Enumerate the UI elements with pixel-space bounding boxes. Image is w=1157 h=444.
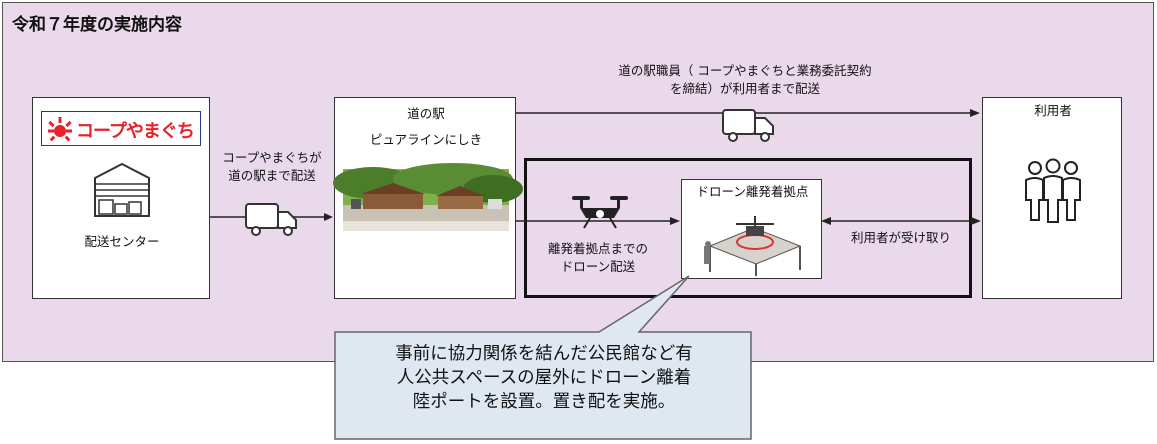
drone-icon xyxy=(572,196,628,229)
label-station-to-port: 離発着拠点までの ドローン配送 xyxy=(547,241,648,274)
user-box: 利用者 xyxy=(982,97,1122,299)
delivery-center-label: 配送センター xyxy=(84,234,160,249)
truck-icon xyxy=(245,203,297,236)
callout-text: 事前に協力関係を結んだ公民館など有 人公共スペースの屋外にドローン離着 陸ポート… xyxy=(395,344,693,412)
roadside-station-photo xyxy=(333,163,523,231)
drone-delivery-area xyxy=(524,158,972,298)
sun-logo-icon xyxy=(48,117,72,142)
drone-port-label: ドローン離発着拠点 xyxy=(696,184,809,199)
arrow-port-user xyxy=(821,217,981,225)
label-center-to-station: コープやまぐちが 道の駅まで配送 xyxy=(222,150,322,183)
label-station-to-user: 道の駅職員（ コープやまぐちと業務委託契約 を締結）が利用者まで配送 xyxy=(618,63,872,96)
coop-logo-text: コープやまぐち xyxy=(76,121,195,142)
callout-bubble xyxy=(334,275,752,440)
people-icon xyxy=(1025,158,1081,223)
delivery-center-box: コープやまぐち 配送センター xyxy=(32,97,210,299)
roadside-station-box: 道の駅 ピュアラインにしき xyxy=(333,97,523,299)
drone-port-icon xyxy=(704,216,802,276)
roadside-station-label: 道の駅 ピュアラインにしき xyxy=(369,106,483,147)
drone-port-box: ドローン離発着拠点 xyxy=(681,179,822,279)
arrow-station-to-port xyxy=(516,217,680,225)
diagram-title: 令和７年度の実施内容 xyxy=(12,15,182,35)
label-port-user: 利用者が受け取り xyxy=(850,230,951,245)
coop-logo: コープやまぐち xyxy=(41,111,201,146)
warehouse-icon xyxy=(94,162,150,217)
truck-icon xyxy=(722,109,774,142)
user-label: 利用者 xyxy=(1034,103,1072,118)
